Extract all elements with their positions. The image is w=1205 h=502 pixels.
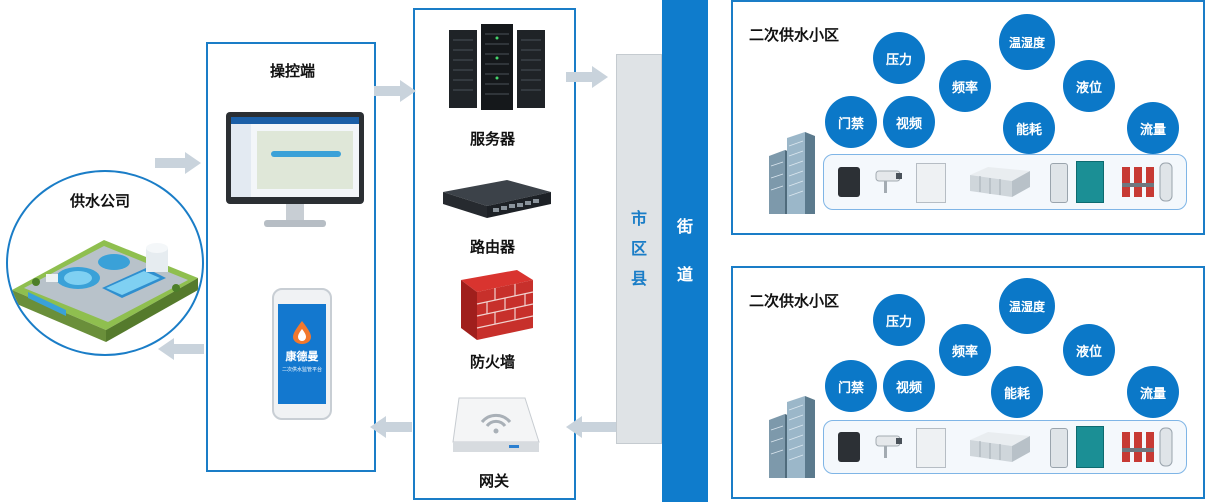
water-plant-illustration xyxy=(12,240,198,342)
street-char-2: 道 xyxy=(676,265,693,284)
router-icon xyxy=(443,180,551,218)
bubble-pressure-bottom: 压力 xyxy=(873,294,925,346)
app-subtitle: 二次供水监管平台 xyxy=(281,367,322,373)
building-icon xyxy=(769,132,815,214)
district-char-2: 区 xyxy=(630,239,647,258)
bubble-video-top: 视频 xyxy=(883,96,935,148)
server-column-box: 服务器 路由器 防火墙 网关 xyxy=(413,8,576,500)
desktop-monitor xyxy=(226,112,364,232)
community-box-bottom: 二次供水小区 压力 温湿度 频率 液位 门禁 视频 能耗 流量 xyxy=(731,266,1205,499)
bubble-flow-bottom: 流量 xyxy=(1127,366,1179,418)
bubble-access-bottom: 门禁 xyxy=(825,360,877,412)
bubble-frequency-bottom: 频率 xyxy=(939,324,991,376)
server-label: 服务器 xyxy=(470,130,516,148)
street-bar: 街 道 xyxy=(662,0,708,502)
bubble-level-top: 液位 xyxy=(1063,60,1115,112)
gateway-icon xyxy=(452,397,540,452)
bubble-humidity-bottom: 温湿度 xyxy=(999,278,1055,334)
mobile-phone: 康德曼 二次供水监管平台 xyxy=(272,288,332,420)
frequency-cabinet-icon xyxy=(1076,426,1104,468)
water-tank-icon xyxy=(970,167,1030,197)
bubble-level-bottom: 液位 xyxy=(1063,324,1115,376)
bubble-frequency-top: 频率 xyxy=(939,60,991,112)
bubble-pressure-top: 压力 xyxy=(873,32,925,84)
district-char-3: 县 xyxy=(630,269,647,288)
community-title-top: 二次供水小区 xyxy=(749,26,840,44)
router-label: 路由器 xyxy=(470,238,516,256)
app-name: 康德曼 xyxy=(285,350,319,363)
water-drop-icon xyxy=(293,321,311,344)
community-title-bottom: 二次供水小区 xyxy=(749,292,840,310)
community-box-top: 二次供水小区 压力 温湿度 频率 液位 门禁 视频 能耗 流量 xyxy=(731,0,1205,235)
arrow-gateway-to-control xyxy=(370,416,412,438)
disinfector-icon xyxy=(1050,163,1068,203)
control-cabinet-icon xyxy=(916,428,946,468)
bubble-flow-top: 流量 xyxy=(1127,102,1179,154)
frequency-cabinet-icon xyxy=(1076,161,1104,203)
camera-icon xyxy=(875,170,902,193)
firewall-label: 防火墙 xyxy=(470,353,516,371)
device-row-bottom xyxy=(823,420,1187,474)
arrow-server-to-district xyxy=(566,66,608,88)
control-cabinet-icon xyxy=(916,163,946,203)
bubble-access-top: 门禁 xyxy=(825,96,877,148)
bubble-humidity-top: 温湿度 xyxy=(999,14,1055,70)
district-bar: 市 区 县 xyxy=(616,54,662,444)
pump-set-icon xyxy=(1122,162,1173,202)
arrow-company-to-control xyxy=(155,152,201,174)
bubble-energy-bottom: 能耗 xyxy=(991,366,1043,418)
firewall-icon xyxy=(461,270,534,340)
building-icon xyxy=(769,396,815,478)
access-reader-icon xyxy=(838,167,860,197)
server-rack-icon xyxy=(449,24,545,110)
arrow-control-to-company xyxy=(158,338,204,360)
device-row-top xyxy=(823,154,1187,210)
gateway-label: 网关 xyxy=(479,472,510,490)
control-terminal-box: 操控端 康德曼 二次供水监管平台 xyxy=(206,42,376,472)
street-char-1: 街 xyxy=(676,217,693,236)
water-tank-icon xyxy=(970,432,1030,462)
pump-set-icon xyxy=(1122,427,1173,467)
control-terminal-label: 操控端 xyxy=(270,62,316,80)
camera-icon xyxy=(875,435,902,458)
bubble-video-bottom: 视频 xyxy=(883,360,935,412)
disinfector-icon xyxy=(1050,428,1068,468)
arrow-control-to-server xyxy=(374,80,416,102)
bubble-energy-top: 能耗 xyxy=(1003,102,1055,154)
access-reader-icon xyxy=(838,432,860,462)
water-company-node: 供水公司 xyxy=(6,170,204,356)
water-company-label: 供水公司 xyxy=(70,192,131,210)
arrow-district-to-gateway xyxy=(566,416,616,438)
district-char-1: 市 xyxy=(630,209,647,228)
